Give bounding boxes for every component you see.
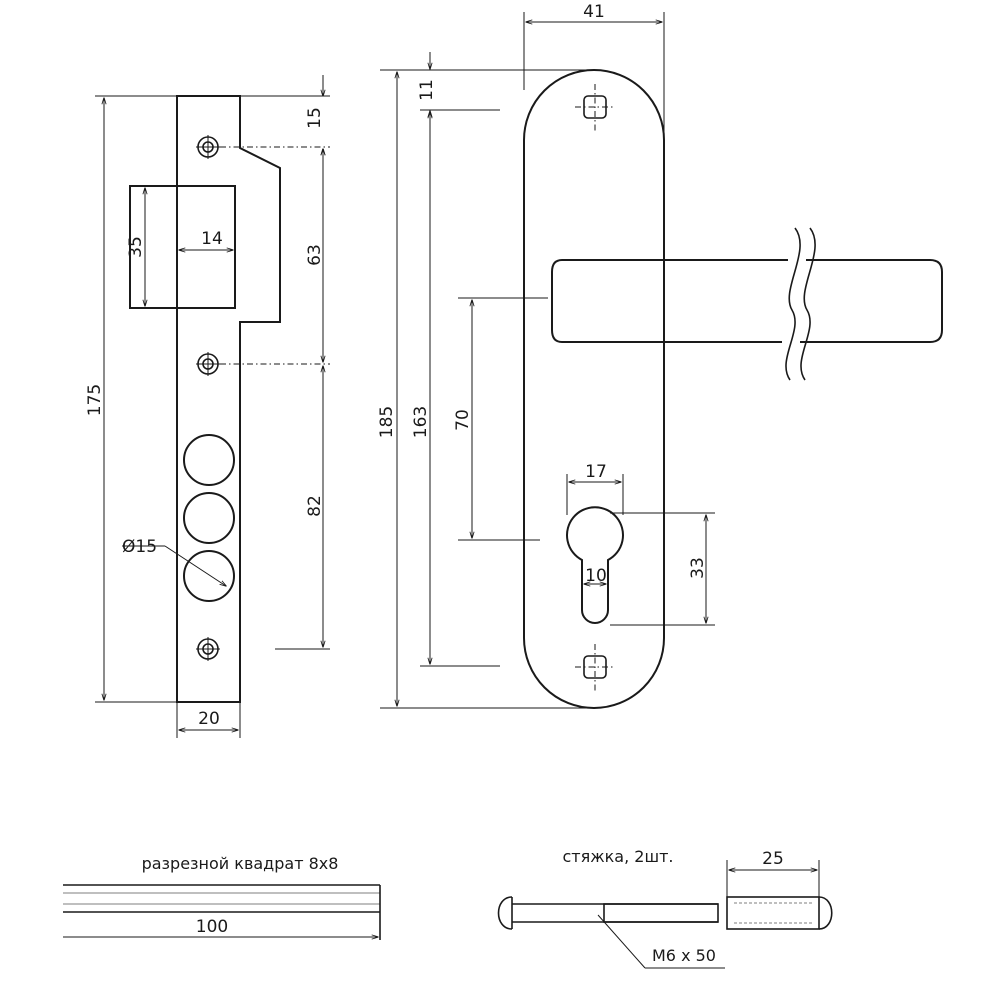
tie-bolt-caption: стяжка, 2шт.: [562, 847, 673, 866]
dim-cylinder-width: 17: [585, 462, 607, 482]
screw-hole-icon: [196, 135, 220, 159]
square-bar: разрезной квадрат 8x8 100: [63, 854, 381, 940]
sleeve-nut: [726, 896, 820, 930]
dim-window-width: 14: [201, 229, 223, 249]
cylinder-cutout: [566, 506, 624, 624]
handle-lever: [551, 227, 943, 381]
strike-plate-outline: [176, 95, 281, 703]
screw-slot-icon: [575, 644, 615, 692]
dim-strike-total-height: 175: [85, 384, 105, 416]
dim-cylinder-slot: 10: [585, 566, 607, 586]
bolt-hole: [183, 492, 235, 544]
dim-top-to-screw: 11: [417, 79, 437, 101]
screw-slot-icon: [575, 84, 615, 132]
screw-hole-icon: [196, 637, 220, 661]
handle-plate: 41 11 185 163 70 17 33 10: [377, 2, 943, 709]
latch-window-inner: [176, 185, 236, 309]
dim-handle-to-cylinder: 70: [453, 409, 473, 431]
bolt-hole: [183, 550, 235, 602]
screw-hole-icon: [196, 352, 220, 376]
tie-bolt-spec: М6 x 50: [652, 946, 716, 965]
dim-hole-spacing-upper: 63: [305, 244, 325, 266]
dim-handle-total-height: 185: [377, 406, 397, 438]
dim-top-offset: 15: [305, 107, 325, 129]
strike-plate: 175 35 14 15 63 82 Ø15 20: [85, 75, 330, 738]
dim-handle-plate-width: 41: [583, 2, 605, 22]
threaded-end: [603, 903, 719, 923]
dim-plate-width: 20: [198, 709, 220, 729]
dim-cylinder-height: 33: [688, 557, 708, 579]
bolt-hole: [183, 434, 235, 486]
tie-bolt: стяжка, 2шт. 25 М6 x 50: [497, 847, 833, 969]
handle-plate-outline: [523, 69, 665, 709]
dim-screw-spacing: 163: [411, 406, 431, 438]
dim-window-height: 35: [126, 236, 146, 258]
square-bar-caption: разрезной квадрат 8x8: [142, 854, 339, 873]
dim-square-bar-length: 100: [196, 917, 228, 937]
dim-hole-spacing-lower: 82: [305, 495, 325, 517]
dim-hole-diameter: Ø15: [122, 537, 157, 557]
dim-sleeve-length: 25: [762, 849, 784, 869]
